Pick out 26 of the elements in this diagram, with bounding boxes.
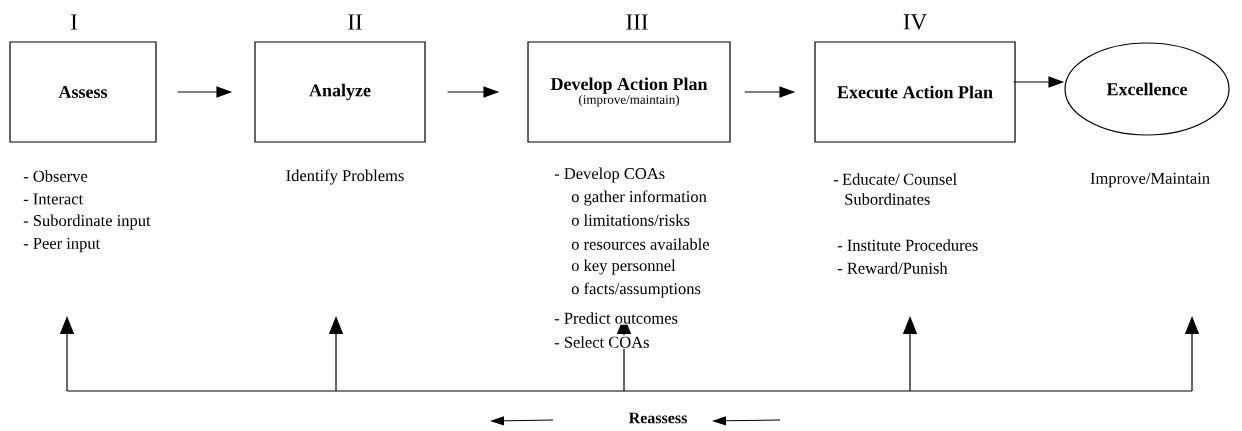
list-item: - Observe [22, 169, 89, 183]
list-item: - Institute Procedures [836, 238, 980, 252]
stage-numeral: II [346, 13, 364, 31]
list-item: - Develop COAs [553, 166, 667, 184]
list-item: o limitations/risks [570, 213, 691, 227]
list-item: o gather information [570, 189, 708, 207]
process-box: Assess [9, 41, 157, 143]
process-box: Develop Action Plan (improve/maintain) [527, 41, 731, 143]
list-item: - Predict outcomes [553, 311, 679, 325]
list-item: Identify Problems [284, 168, 406, 186]
process-box: Execute Action Plan [814, 41, 1016, 143]
list-item: o resources available [570, 237, 711, 251]
list-item: - Subordinate input [22, 213, 152, 231]
list-item: - Educate/ Counsel Subordinates [833, 173, 957, 205]
process-box: Analyze [254, 41, 426, 143]
stage-numeral: III [624, 13, 650, 31]
list-item: - Select COAs [553, 335, 651, 349]
list-item: o facts/assumptions [570, 281, 702, 299]
text-label: Reassess [628, 412, 687, 424]
list-item: o key personnel [570, 258, 677, 276]
list-item: - Reward/Punish [836, 261, 949, 275]
stage-numeral: I [69, 13, 79, 31]
list-item: - Peer input [22, 236, 102, 254]
list-item: - Interact [22, 192, 85, 206]
stage-numeral: IV [901, 13, 929, 31]
list-item: Improve/Maintain [1089, 171, 1212, 189]
